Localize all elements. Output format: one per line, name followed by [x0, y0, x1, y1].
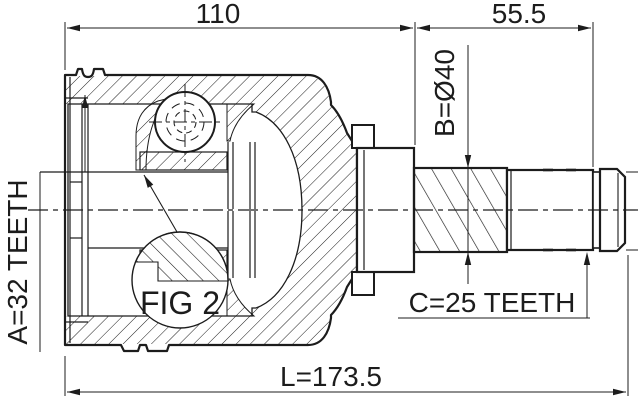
- overall-length-label: L=173.5: [280, 361, 382, 392]
- housing-bottom-wall-hatch: [66, 316, 330, 344]
- housing-top-wall-hatch: [66, 76, 330, 104]
- dimension-graphics: [39, 22, 629, 396]
- cage-right-lower-wedge: [226, 278, 256, 317]
- shaft-groove-marks: [543, 168, 576, 252]
- dimension-110-label: 110: [196, 0, 241, 29]
- cage-right-upper-wedge: [226, 103, 256, 142]
- fig2-snapring-hatch: [134, 231, 229, 282]
- fig2-label: FIG 2: [140, 285, 220, 321]
- dimension-55-5-label: 55.5: [492, 0, 547, 29]
- shaft: [351, 124, 638, 296]
- shaft-end-cap: [598, 167, 627, 253]
- boot-clamp-block-top: [351, 124, 375, 149]
- housing-right-wall-hatch: [252, 104, 356, 316]
- inner-race-upper-hatch: [139, 151, 228, 171]
- spline-b-label: B=Ø40: [429, 49, 460, 137]
- cage-edge-lines: [227, 142, 256, 278]
- spline-c-label: C=25 TEETH: [409, 287, 576, 318]
- fig2-detail: FIG 2: [131, 173, 229, 329]
- spline-a-label: A=32 TEETH: [2, 179, 33, 344]
- boot-clamp-block-bottom: [351, 271, 375, 296]
